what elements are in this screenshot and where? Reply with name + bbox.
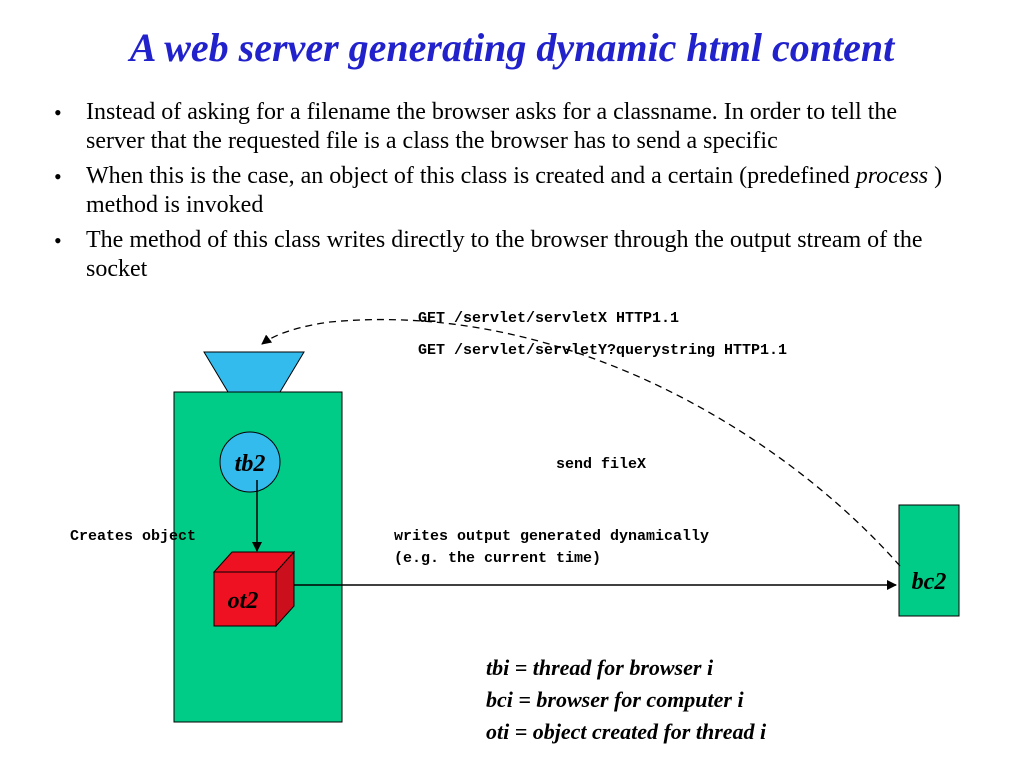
bullet-item: • The method of this class writes direct… bbox=[52, 226, 952, 284]
writes-output-line-2: (e.g. the current time) bbox=[394, 550, 602, 567]
legend: tbi = thread for browser i bci = browser… bbox=[486, 652, 766, 748]
writes-output-line-1: writes output generated dynamically bbox=[394, 528, 710, 545]
browser-box bbox=[898, 504, 960, 617]
object-label: ot2 bbox=[228, 588, 259, 614]
bullet-item: • When this is the case, an object of th… bbox=[52, 162, 952, 220]
socket-funnel-icon bbox=[203, 351, 305, 393]
object-cube-front bbox=[213, 571, 277, 627]
legend-line: oti = object created for thread i bbox=[486, 719, 767, 744]
slide-title: A web server generating dynamic html con… bbox=[129, 25, 895, 70]
bullet-list: • Instead of asking for a filename the b… bbox=[52, 98, 952, 290]
legend-line: tbi = thread for browser i bbox=[486, 655, 714, 680]
bullet-text: When this is the case, an object of this… bbox=[86, 163, 856, 189]
bullet-text: Instead of asking for a filename the bro… bbox=[86, 99, 898, 154]
bullet-emphasis: process bbox=[855, 163, 929, 189]
bullet-text: The method of this class writes directly… bbox=[86, 227, 923, 282]
thread-label: tb2 bbox=[235, 451, 266, 477]
bullet-marker: • bbox=[54, 164, 62, 189]
request-line-1: GET /servlet/servletX HTTP1.1 bbox=[418, 310, 680, 327]
bullet-text: ) method is invoked bbox=[86, 163, 943, 218]
request-line-2: GET /servlet/servletY?querystring HTTP1.… bbox=[418, 342, 788, 359]
thread-circle bbox=[219, 431, 281, 493]
bullet-marker: • bbox=[54, 100, 62, 125]
bullet-marker: • bbox=[54, 228, 62, 253]
browser-label: bc2 bbox=[912, 569, 947, 595]
send-file-label: send fileX bbox=[556, 456, 647, 473]
creates-object-label: Creates object bbox=[70, 528, 197, 545]
legend-line: bci = browser for computer i bbox=[486, 687, 744, 712]
bullet-item: • Instead of asking for a filename the b… bbox=[52, 98, 952, 156]
request-dashed-arrow bbox=[261, 318, 901, 567]
